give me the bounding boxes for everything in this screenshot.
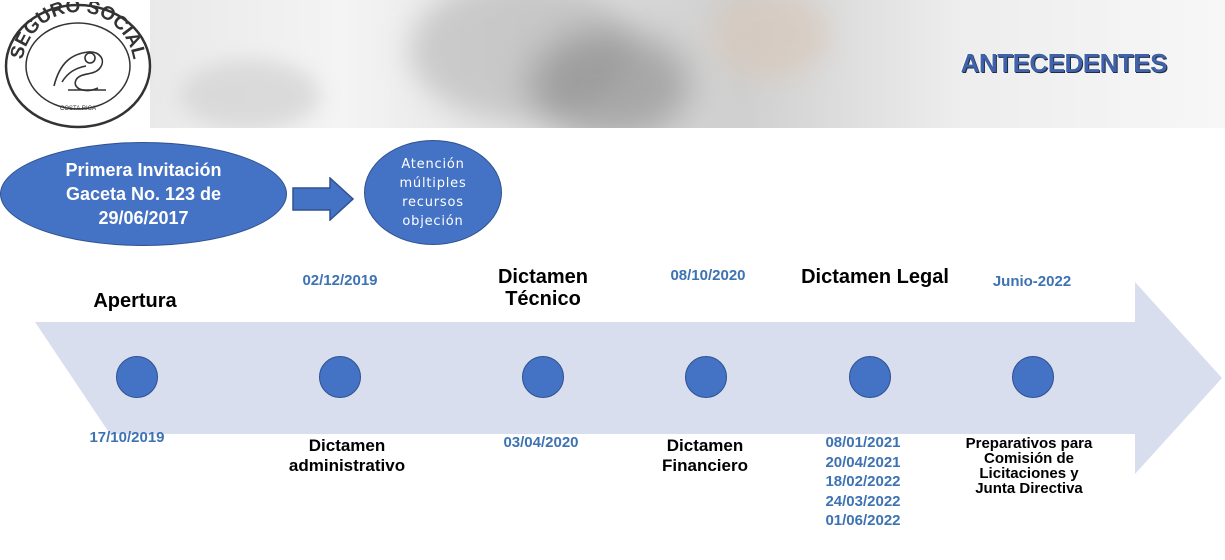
stage-label: Dictamen administrativo [288, 436, 406, 475]
milestone-date: 24/03/2022 [825, 492, 901, 510]
timeline-dot [522, 356, 564, 398]
timeline-dot [116, 356, 158, 398]
banner-photo-shade [710, 0, 830, 80]
seguro-social-logo: SEGURO SOCIAL COSTA RICA [4, 2, 152, 129]
milestone-date: 18/02/2022 [825, 473, 901, 490]
logo-emblem-icon [53, 51, 106, 92]
milestone-date: 08/10/2020 [670, 267, 746, 284]
timeline-dot [1012, 356, 1054, 398]
header-banner: ANTECEDENTES [150, 0, 1225, 128]
first-invitation-bubble: Primera Invitación Gaceta No. 123 de 29/… [0, 142, 287, 246]
banner-photo-shade [180, 60, 320, 128]
timeline-dot [849, 356, 891, 398]
stage-label: Dictamen Legal [801, 266, 949, 288]
attention-text: Atención múltiples recursos objeción [399, 156, 467, 229]
milestone-date: Junio-2022 [992, 273, 1072, 290]
stage-label: Dictamen Financiero [662, 436, 748, 475]
attention-bubble: Atención múltiples recursos objeción [364, 140, 502, 245]
milestone-date: 08/01/2021 [825, 434, 901, 451]
page-title: ANTECEDENTES [960, 48, 1168, 78]
milestone-date: 02/12/2019 [302, 272, 378, 289]
banner-photo-shade [410, 0, 630, 120]
milestone-date: 01/06/2022 [825, 512, 901, 529]
logo-country-text: COSTA RICA [60, 106, 96, 112]
milestone-date: 20/04/2021 [825, 453, 901, 471]
first-invitation-text: Primera Invitación Gaceta No. 123 de 29/… [65, 160, 222, 228]
timeline-dot [685, 356, 727, 398]
milestone-date: 03/04/2020 [503, 434, 579, 451]
banner-photo-shade [530, 30, 690, 128]
stage-label: Preparativos para Comisión de Licitacion… [965, 435, 1093, 497]
right-arrow-icon [292, 177, 354, 221]
legal-dates-list: 08/01/2021 20/04/2021 18/02/2022 24/03/2… [808, 433, 918, 531]
timeline-dot [319, 356, 361, 398]
stage-label: Apertura [93, 290, 177, 312]
milestone-date: 17/10/2019 [89, 429, 165, 446]
stage-label: Dictamen Técnico [497, 266, 589, 310]
